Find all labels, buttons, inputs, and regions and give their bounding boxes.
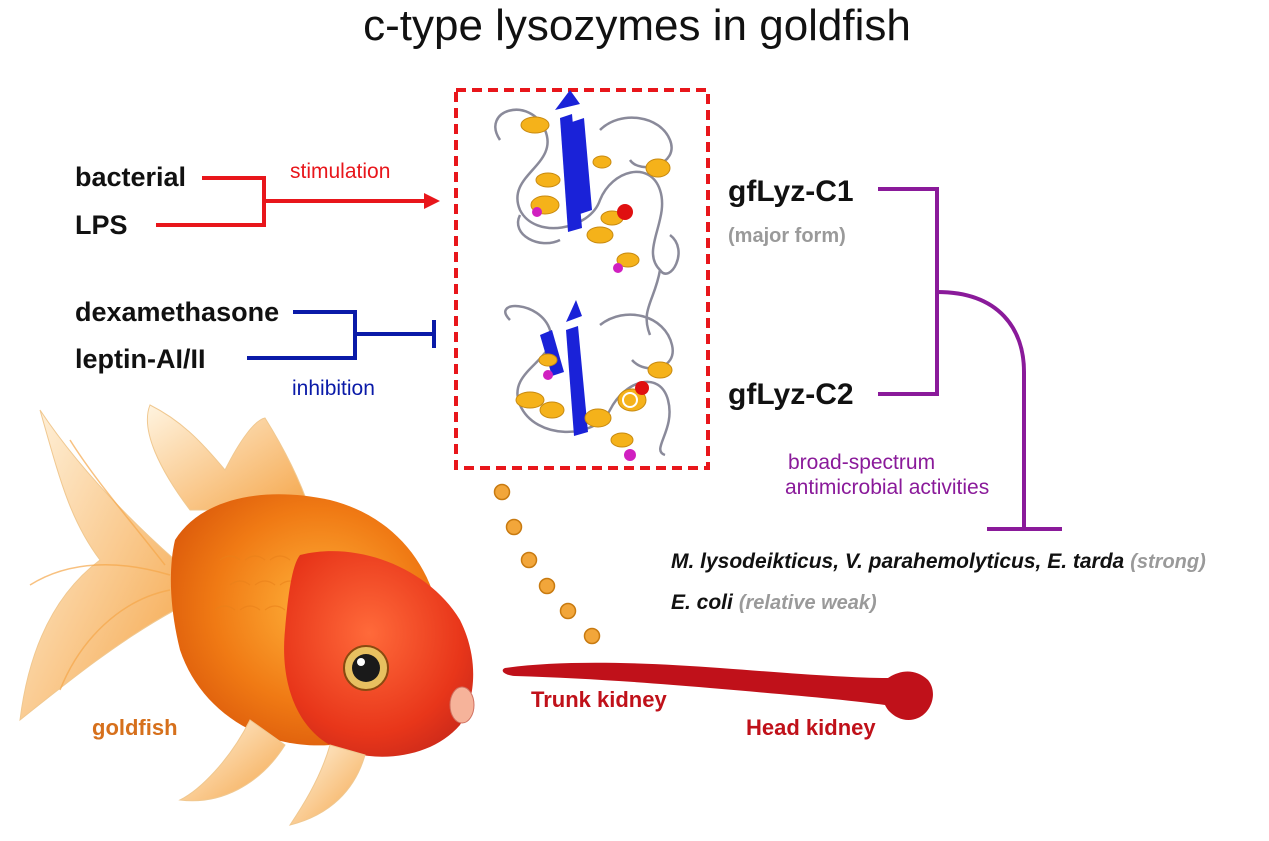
target-weak: E. coli(relative weak): [671, 591, 877, 614]
stimulation-label: stimulation: [290, 160, 390, 183]
kidney-image: [502, 662, 933, 721]
inhibitor-leptin: leptin-AI/II: [75, 344, 206, 374]
gene-gflyz-c1: gfLyz-C1: [728, 175, 854, 208]
diagram-title: c-type lysozymes in goldfish: [363, 1, 911, 50]
gene-gflyz-c1-note: (major form): [728, 225, 846, 247]
stimulator-lps: LPS: [75, 210, 128, 240]
activity-label-line1: broad-spectrum: [788, 451, 935, 474]
head-kidney-label: Head kidney: [746, 715, 876, 740]
inhibition-pathway: dexamethasone leptin-AI/II inhibition: [75, 297, 436, 400]
stimulation-arrowhead: [424, 193, 440, 209]
goldfish-image: [19, 404, 475, 826]
goldfish-label: goldfish: [92, 715, 178, 740]
activity-connector: broad-spectrum antimicrobial activities: [785, 187, 1062, 531]
protein-structure-c1-image: [494, 90, 680, 336]
inhibition-bracket: [247, 310, 433, 360]
protein-structure-box: [454, 88, 710, 470]
stimulator-bacterial: bacterial: [75, 162, 186, 192]
gene-gflyz-c2: gfLyz-C2: [728, 378, 854, 411]
activity-label-line2: antimicrobial activities: [785, 476, 989, 499]
inhibitor-dexamethasone: dexamethasone: [75, 297, 279, 327]
stimulation-bracket: [156, 176, 428, 227]
trunk-kidney-label: Trunk kidney: [531, 687, 667, 712]
stimulation-pathway: bacterial LPS stimulation: [75, 160, 440, 240]
protein-structure-c2-image: [504, 300, 674, 461]
dotted-connector: [493, 483, 601, 645]
target-strong: M. lysodeikticus, V. parahemolyticus, E.…: [671, 550, 1206, 573]
inhibition-label: inhibition: [292, 377, 375, 400]
